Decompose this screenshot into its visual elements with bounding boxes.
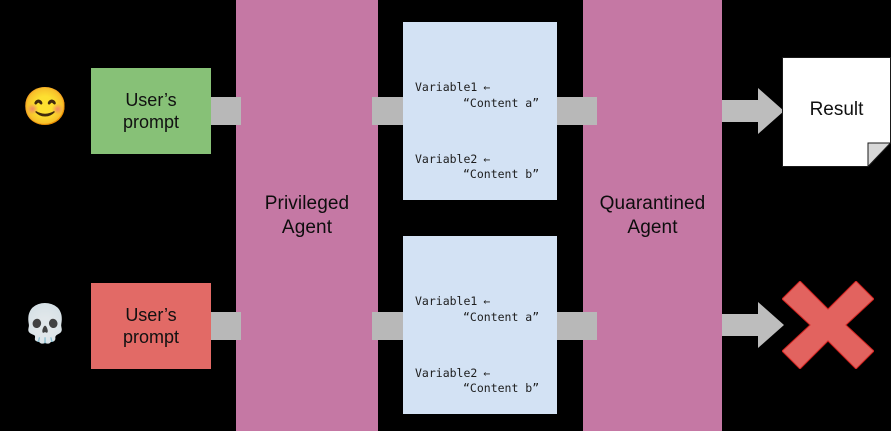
code-statement: Variable2 ←“Content b” — [415, 366, 557, 396]
variable-value: “Content a” — [463, 95, 540, 110]
result-label: Result — [809, 99, 864, 120]
user-prompt-box-malicious[interactable]: User’s prompt — [91, 283, 211, 369]
red-cross-mark-icon — [782, 281, 874, 369]
variable-name: Variable2 — [415, 366, 478, 381]
assign-arrow: ← — [483, 80, 491, 95]
user-prompt-box-benign[interactable]: User’s prompt — [91, 68, 211, 154]
connector-prompt-to-privileged-bottom — [205, 312, 241, 340]
connector-prompt-to-privileged-top — [205, 97, 241, 125]
connector-privileged-to-code-bottom — [372, 312, 408, 340]
privileged-agent-label: Privileged Agent — [264, 193, 350, 238]
variable-value: “Content a” — [463, 309, 540, 324]
assign-arrow: ← — [483, 152, 491, 167]
user-prompt-label-malicious: User’s prompt — [122, 304, 180, 348]
variable-name: Variable2 — [415, 152, 478, 167]
user-prompt-label-benign: User’s prompt — [122, 89, 180, 133]
code-block-malicious: Variable1←“Content a” Variable2←“Content… — [403, 236, 557, 414]
arrow-to-result — [722, 88, 784, 134]
variable-name: Variable1 — [415, 80, 478, 95]
code-block-benign: Variable1←“Content a” Variable2←“Content… — [403, 22, 557, 200]
assign-arrow: ← — [483, 366, 491, 381]
variable-value: “Content b” — [463, 167, 540, 182]
skull-emoji: 💀 — [22, 303, 69, 344]
quarantined-agent-label: Quarantined Agent — [599, 193, 706, 238]
connector-code-to-quarantined-bottom — [552, 312, 597, 340]
privileged-agent-column[interactable]: Privileged Agent — [236, 0, 378, 431]
connector-code-to-quarantined-top — [552, 97, 597, 125]
variable-name: Variable1 — [415, 294, 478, 309]
arrow-to-failure — [722, 302, 784, 348]
connector-privileged-to-code-top — [372, 97, 408, 125]
smiling-face-emoji: 😊 — [22, 86, 69, 127]
variable-value: “Content b” — [463, 381, 540, 396]
code-statement: Variable1 ←“Content a” — [415, 294, 557, 324]
code-statement: Variable2 ←“Content b” — [415, 152, 557, 182]
quarantined-agent-column[interactable]: Quarantined Agent — [583, 0, 722, 431]
assign-arrow: ← — [483, 294, 491, 309]
result-document[interactable]: Result — [782, 57, 891, 167]
code-lines-malicious: Variable1←“Content a” Variable2←“Content… — [403, 264, 557, 414]
code-lines-benign: Variable1←“Content a” Variable2←“Content… — [403, 50, 557, 200]
code-statement: Variable1 ←“Content a” — [415, 80, 557, 110]
